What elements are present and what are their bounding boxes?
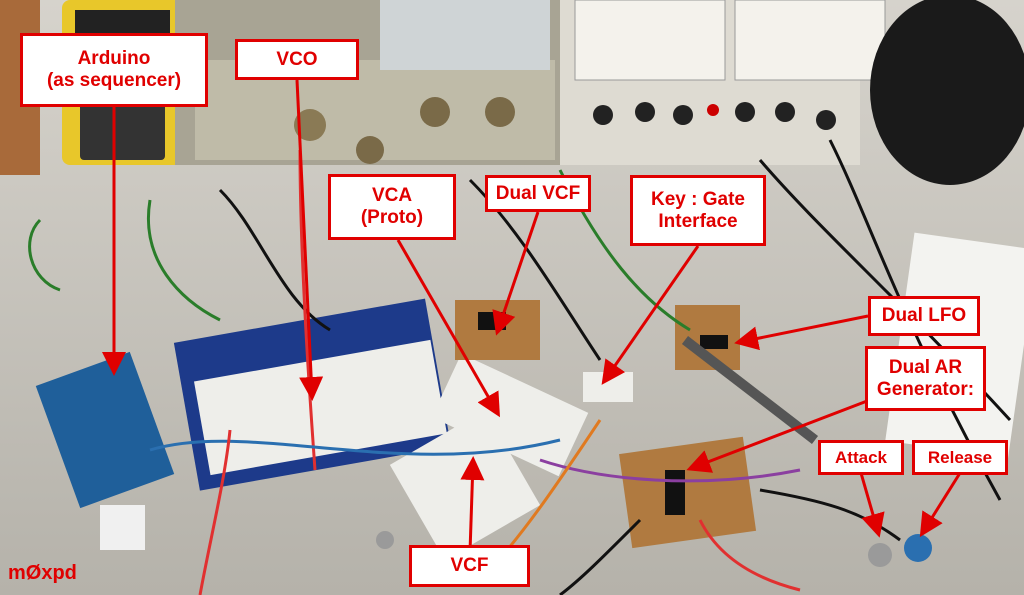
label-vca: VCA (Proto) [328,174,456,240]
label-dual-ar-generator: Dual AR Generator: [865,346,986,411]
label-dual-lfo: Dual LFO [868,296,980,336]
label-vco: VCO [235,39,359,80]
label-dual-vcf: Dual VCF [485,175,591,212]
label-attack: Attack [818,440,904,475]
label-arduino: Arduino (as sequencer) [20,33,208,107]
label-vcf: VCF [409,545,530,587]
watermark-text: mØxpd [8,562,77,584]
label-key-gate-interface: Key : Gate Interface [630,175,766,246]
label-release: Release [912,440,1008,475]
